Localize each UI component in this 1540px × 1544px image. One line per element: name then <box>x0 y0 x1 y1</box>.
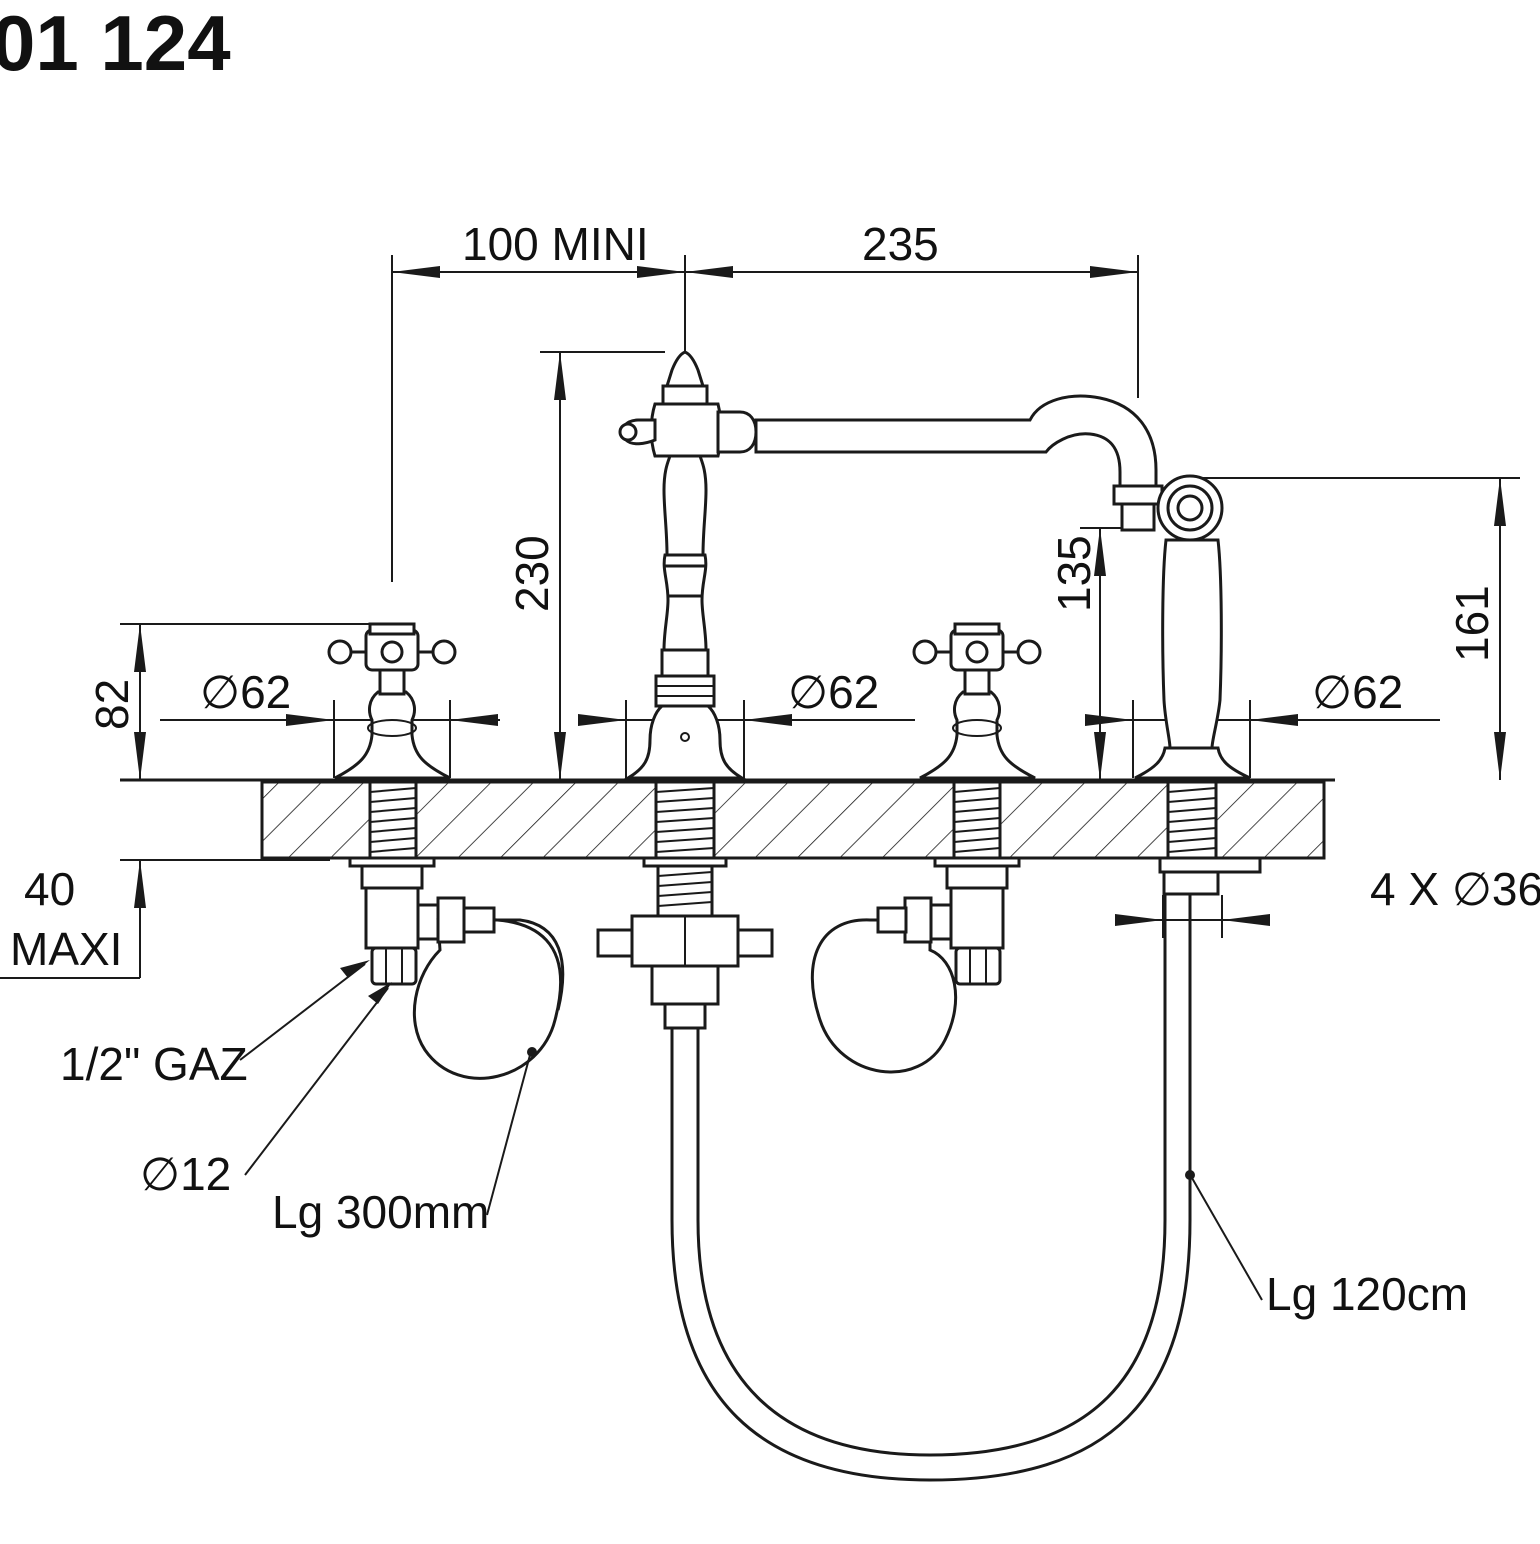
hoses <box>412 894 1192 1482</box>
label-holes: 4 X ∅36 <box>1370 863 1540 915</box>
label-135: 135 <box>1048 535 1100 612</box>
label-dia-12: ∅12 <box>140 1148 231 1200</box>
label-82: 82 <box>86 679 138 730</box>
label-hose-long: Lg 120cm <box>1266 1268 1468 1320</box>
label-40: 40 <box>24 863 75 915</box>
label-100-mini: 100 MINI <box>462 218 649 270</box>
dimension-lines <box>0 255 1520 979</box>
drawing-title: 01 124 <box>0 0 231 87</box>
label-thread: 1/2" GAZ <box>60 1038 248 1090</box>
hand-shower <box>1134 474 1262 896</box>
dimension-labels: 100 MINI 235 230 135 161 82 40 MAXI ∅62 … <box>10 218 1540 1320</box>
label-maxi: MAXI <box>10 923 122 975</box>
label-161: 161 <box>1446 585 1498 662</box>
right-cross-handle-valve <box>912 622 1042 986</box>
countertop <box>120 778 1335 860</box>
label-dia-62-right: ∅62 <box>1312 666 1403 718</box>
left-cross-handle-valve <box>327 622 457 986</box>
label-hose-short: Lg 300mm <box>272 1186 489 1238</box>
center-spout <box>596 350 1164 1030</box>
label-235: 235 <box>862 218 939 270</box>
label-dia-62-left: ∅62 <box>200 666 291 718</box>
label-dia-62-center: ∅62 <box>788 666 879 718</box>
label-230: 230 <box>506 535 558 612</box>
leader-lines <box>239 960 1263 1301</box>
